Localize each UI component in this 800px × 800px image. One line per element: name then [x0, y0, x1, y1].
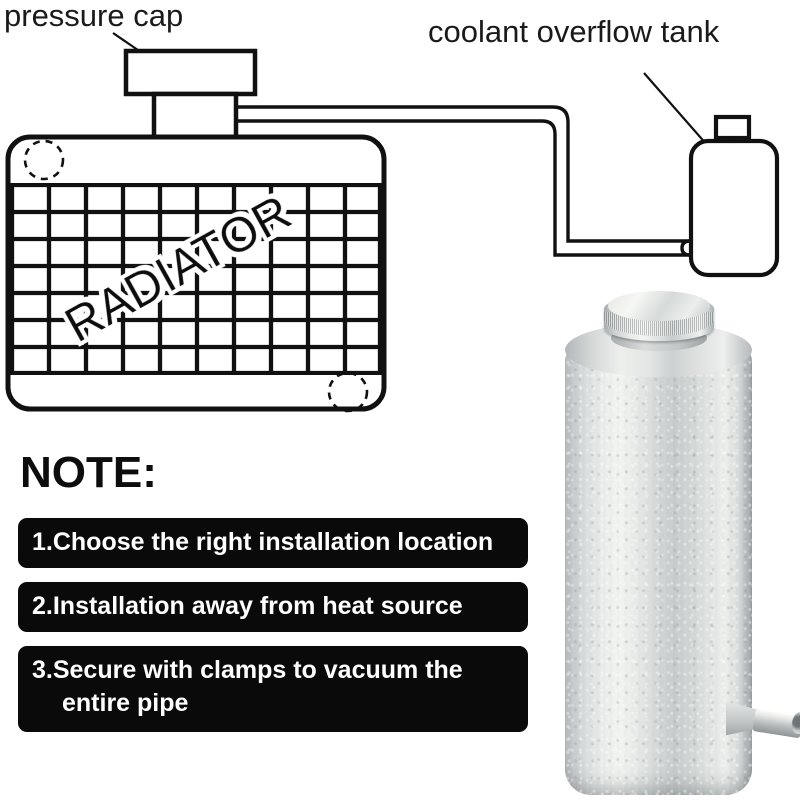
pressure-cap-icon [123, 48, 258, 97]
coolant-hose-outer-line [236, 105, 690, 243]
note-heading: NOTE: [20, 448, 157, 497]
tank-cap-top-face [608, 291, 710, 321]
note-item-3-text: 3.Secure with clamps to vacuum the [32, 656, 463, 684]
overflow-tank-inlet-icon [680, 239, 691, 257]
coolant-overflow-tank-label: coolant overflow tank [428, 14, 720, 49]
tank-body [565, 347, 752, 795]
note-item-1: 1.Choose the right installation location [18, 518, 528, 568]
note-item-3-continuation: entire pipe [62, 689, 189, 717]
radiator-core-grid [10, 183, 382, 375]
mounting-hole-bottom-right-icon [327, 371, 369, 413]
note-item-2: 2.Installation away from heat source [18, 582, 528, 632]
mounting-hole-top-left-icon [23, 139, 65, 181]
note-item-3: 3.Secure with clamps to vacuum the entir… [18, 646, 528, 732]
overflow-tank-icon [688, 138, 780, 278]
note-item-2-text: 2.Installation away from heat source [32, 592, 463, 620]
pressure-cap-label: pressure cap [4, 0, 184, 33]
coolant-hose-inner-line [236, 119, 690, 257]
note-section: NOTE: 1.Choose the right installation lo… [18, 450, 528, 746]
aluminum-coolant-overflow-tank-photo [540, 285, 800, 800]
note-item-1-text: 1.Choose the right installation location [32, 528, 494, 556]
overflow-tank-cap-icon [713, 114, 752, 141]
filler-neck-icon [151, 91, 239, 142]
